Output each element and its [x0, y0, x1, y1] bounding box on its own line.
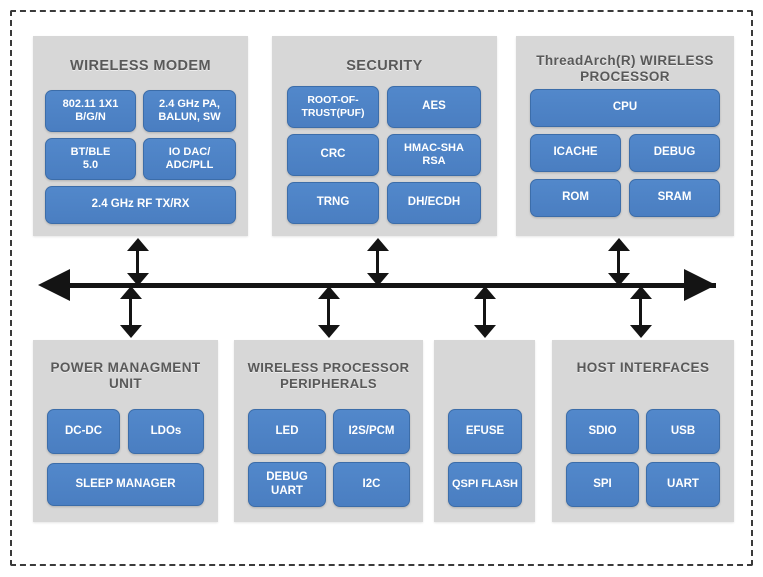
panel-wireless-modem: WIRELESS MODEM 802.11 1X1 B/G/N 2.4 GHz …	[33, 36, 248, 236]
arrow-up-icon	[630, 286, 652, 299]
arrow-down-icon	[608, 273, 630, 286]
arrow-up-icon	[120, 286, 142, 299]
connector-stem	[639, 295, 642, 329]
panel-host-interfaces: HOST INTERFACES SDIO USB SPI UART	[552, 340, 734, 522]
block-i2s-pcm[interactable]: I2S/PCM	[333, 409, 410, 454]
block-efuse[interactable]: EFUSE	[448, 409, 522, 454]
arrow-down-icon	[630, 325, 652, 338]
block-bt-ble-5-0[interactable]: BT/BLE 5.0	[45, 138, 136, 180]
arrow-down-icon	[127, 273, 149, 286]
connector-stem	[483, 295, 486, 329]
block-debug[interactable]: DEBUG	[629, 134, 720, 172]
bus-arrow-right-icon	[684, 269, 716, 301]
bus-arrow-left-icon	[38, 269, 70, 301]
block-hmac-sha-rsa[interactable]: HMAC-SHA RSA	[387, 134, 481, 176]
panel-wireless-processor-peripherals: WIRELESS PROCESSOR PERIPHERALS LED I2S/P…	[234, 340, 423, 522]
panel-power-managment-unit: POWER MANAGMENT UNIT DC-DC LDOs SLEEP MA…	[33, 340, 218, 522]
block-crc[interactable]: CRC	[287, 134, 379, 176]
connector-stem	[376, 247, 379, 277]
connector-stem	[136, 247, 139, 277]
connector-power-managment-unit	[120, 286, 142, 338]
panel-title-threadarch-wireless-processor: ThreadArch(R) WIRELESS PROCESSOR	[536, 53, 714, 85]
block-802-11-1x1-bgn[interactable]: 802.11 1X1 B/G/N	[45, 90, 136, 132]
block-root-of-trust-puf[interactable]: ROOT-OF- TRUST(PUF)	[287, 86, 379, 128]
arrow-down-icon	[367, 273, 389, 286]
block-trng[interactable]: TRNG	[287, 182, 379, 224]
panel-security: SECURITY ROOT-OF- TRUST(PUF) AES CRC HMA…	[272, 36, 497, 236]
block-sram[interactable]: SRAM	[629, 179, 720, 217]
block-dc-dc[interactable]: DC-DC	[47, 409, 120, 454]
block-sleep-manager[interactable]: SLEEP MANAGER	[47, 463, 204, 506]
block-usb[interactable]: USB	[646, 409, 720, 454]
panel-title-wireless-processor-peripherals: WIRELESS PROCESSOR PERIPHERALS	[247, 360, 410, 391]
block-2-4ghz-rf-tx-rx[interactable]: 2.4 GHz RF TX/RX	[45, 186, 236, 224]
arrow-down-icon	[474, 325, 496, 338]
connector-stem	[129, 295, 132, 329]
panel-title-security: SECURITY	[346, 58, 423, 74]
block-aes[interactable]: AES	[387, 86, 481, 128]
connector-host-interfaces	[630, 286, 652, 338]
block-uart[interactable]: UART	[646, 462, 720, 507]
block-led[interactable]: LED	[248, 409, 326, 454]
block-spi[interactable]: SPI	[566, 462, 639, 507]
block-2-4ghz-pa-balun-sw[interactable]: 2.4 GHz PA, BALUN, SW	[143, 90, 236, 132]
arrow-down-icon	[318, 325, 340, 338]
panel-threadarch-wireless-processor: ThreadArch(R) WIRELESS PROCESSOR CPU ICA…	[516, 36, 734, 236]
block-cpu[interactable]: CPU	[530, 89, 720, 127]
panel-title-power-managment-unit: POWER MANAGMENT UNIT	[50, 360, 201, 392]
block-ldos[interactable]: LDOs	[128, 409, 204, 454]
panel-title-host-interfaces: HOST INTERFACES	[576, 360, 710, 375]
arrow-up-icon	[367, 238, 389, 251]
connector-stem	[327, 295, 330, 329]
block-qspi-flash[interactable]: QSPI FLASH	[448, 462, 522, 507]
block-sdio[interactable]: SDIO	[566, 409, 639, 454]
block-debug-uart[interactable]: DEBUG UART	[248, 462, 326, 507]
connector-wireless-processor-peripherals	[318, 286, 340, 338]
block-icache[interactable]: ICACHE	[530, 134, 621, 172]
chip-boundary-dashed-outline	[10, 10, 753, 566]
connector-stem	[617, 247, 620, 277]
block-rom[interactable]: ROM	[530, 179, 621, 217]
block-dh-ecdh[interactable]: DH/ECDH	[387, 182, 481, 224]
panel-title-wireless-modem: WIRELESS MODEM	[70, 58, 211, 74]
block-io-dac-adc-pll[interactable]: IO DAC/ ADC/PLL	[143, 138, 236, 180]
panel-memory: EFUSE QSPI FLASH	[434, 340, 535, 522]
connector-memory	[474, 286, 496, 338]
arrow-up-icon	[608, 238, 630, 251]
connector-security	[367, 238, 389, 286]
system-interconnect-bus	[68, 283, 716, 288]
arrow-down-icon	[120, 325, 142, 338]
arrow-up-icon	[127, 238, 149, 251]
connector-threadarch	[608, 238, 630, 286]
block-i2c[interactable]: I2C	[333, 462, 410, 507]
connector-wireless-modem	[127, 238, 149, 286]
arrow-up-icon	[474, 286, 496, 299]
arrow-up-icon	[318, 286, 340, 299]
